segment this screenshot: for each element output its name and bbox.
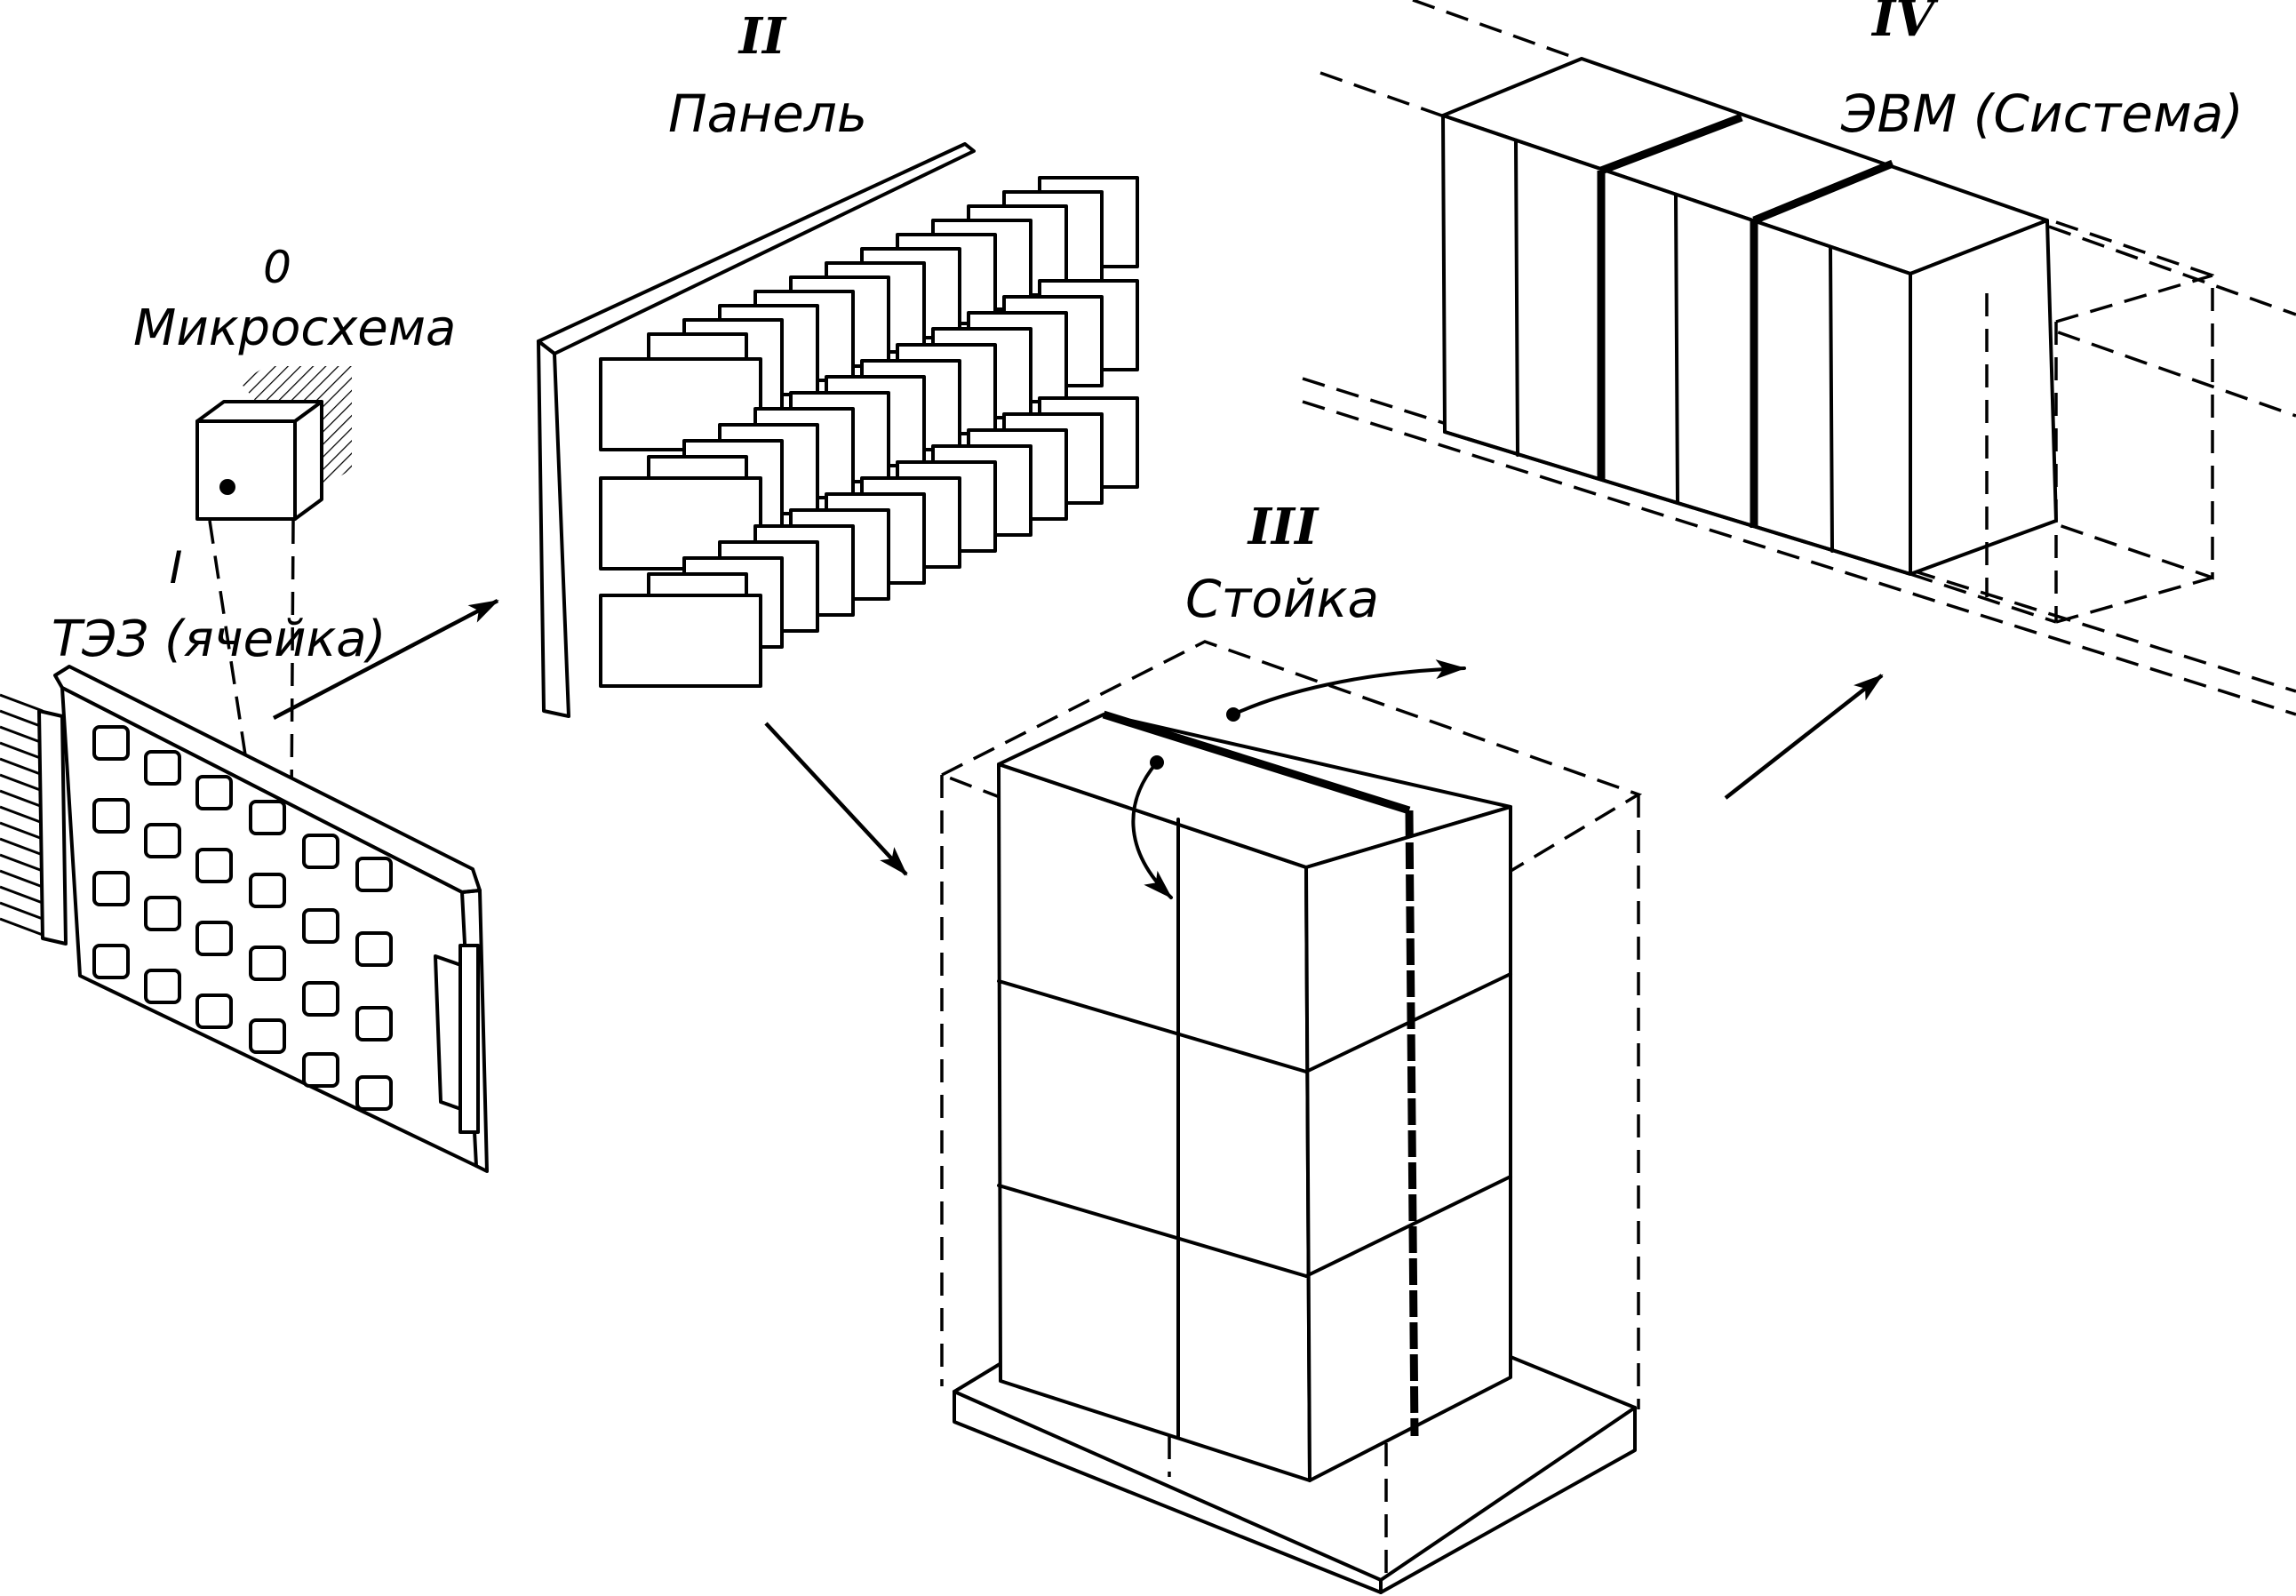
label-level1-numeral: I bbox=[170, 542, 183, 594]
circuit-board-drawing bbox=[0, 665, 489, 1173]
rack-drawing bbox=[937, 640, 1643, 1594]
label-level2-name: Панель bbox=[668, 84, 867, 144]
microchip-drawing bbox=[195, 366, 352, 806]
arrow-panel-to-rack bbox=[764, 722, 908, 876]
label-level1-name: ТЭЗ (ячейка) bbox=[52, 610, 386, 668]
label-level0-name: Микросхема bbox=[133, 299, 456, 357]
label-level3-name: Стойка bbox=[1185, 569, 1379, 629]
label-level3-numeral: III bbox=[1247, 498, 1319, 556]
arrow-board-to-panel bbox=[272, 599, 499, 720]
panel-drawing bbox=[537, 142, 1139, 718]
computer-system-drawing bbox=[1302, 0, 2296, 716]
label-level4-numeral: IV bbox=[1870, 0, 1939, 48]
label-level4-name: ЭВМ (Система) bbox=[1840, 84, 2244, 144]
label-level0-numeral: 0 bbox=[263, 242, 291, 293]
label-level2-numeral: II bbox=[737, 7, 787, 66]
arrow-rack-to-system bbox=[1724, 674, 1884, 800]
